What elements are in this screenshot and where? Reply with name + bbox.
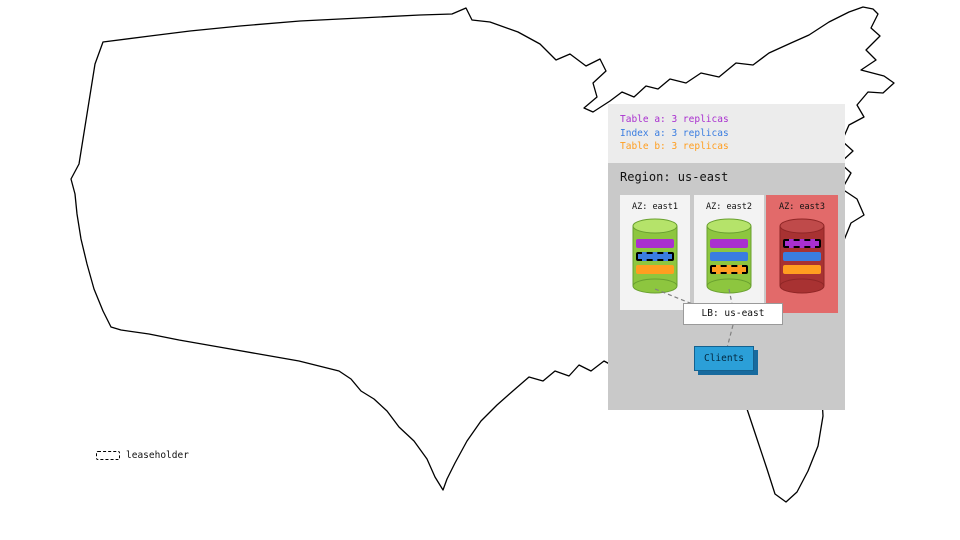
replica-bar-table-b [783,265,821,274]
replica-legend-panel: Table a: 3 replicas Index a: 3 replicas … [608,104,845,163]
az-east2-label: AZ: east2 [705,202,753,212]
load-balancer: LB: us-east [683,303,783,325]
az-east3: AZ: east3 [766,195,838,313]
connector-lines [654,288,734,349]
replica-bar-table-a [636,239,674,248]
leaseholder-key-label: leaseholder [126,450,189,461]
replica-bar-table-a-leaseholder [783,239,821,248]
legend-table-a: Table a: 3 replicas [620,114,729,125]
replica-bar-index-a-leaseholder [636,252,674,261]
replica-bar-table-a [710,239,748,248]
region-title: Region: us-east [620,170,729,184]
legend-index-a: Index a: 3 replicas [620,127,729,139]
replica-bar-table-b [636,265,674,274]
az-east3-label: AZ: east3 [778,202,826,212]
replica-bar-table-b-leaseholder [710,265,748,274]
az-east1: AZ: east1 [620,195,690,310]
replica-bar-index-a [710,252,748,261]
replica-bar-index-a [783,252,821,261]
legend-table-b: Table b: 3 replicas [620,141,729,152]
az-east1-label: AZ: east1 [631,202,679,212]
leaseholder-key: leaseholder [96,450,189,461]
clients-node: Clients [694,346,754,371]
leaseholder-swatch [96,451,120,460]
region-us-east: Region: us-east AZ: east1 AZ: east2 [608,163,845,410]
